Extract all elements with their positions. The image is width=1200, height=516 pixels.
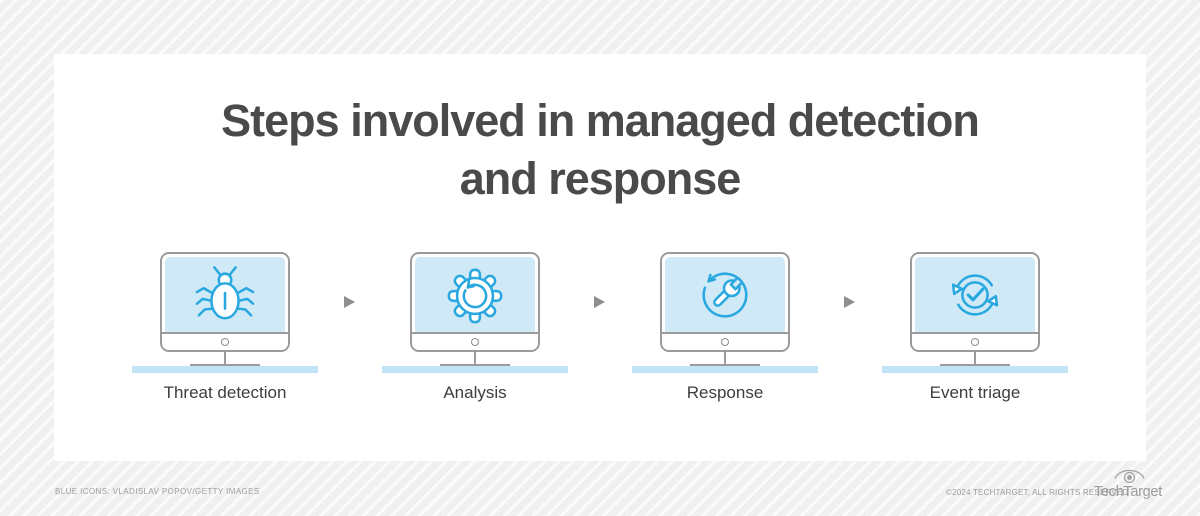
techtarget-logo-text: TechTarget: [1094, 484, 1162, 500]
monitor-chin: [162, 332, 288, 350]
sync-check-icon: [951, 273, 999, 316]
power-button-icon: [471, 338, 479, 346]
title-line-2: and response: [459, 153, 742, 204]
monitor-shadow: [382, 366, 568, 373]
gear-refresh-icon: [447, 268, 503, 323]
monitor-chin: [912, 332, 1038, 350]
monitor-stand: [974, 352, 976, 364]
flow-arrow-icon: [844, 296, 855, 308]
monitor-screen: [665, 257, 785, 332]
power-button-icon: [221, 338, 229, 346]
power-button-icon: [721, 338, 729, 346]
monitor-shadow: [882, 366, 1068, 373]
step-label: Analysis: [443, 383, 507, 402]
monitor-stand-base: [440, 364, 510, 366]
monitor-screen: [915, 257, 1035, 332]
bug-icon: [195, 265, 255, 320]
step-label: Event triage: [929, 383, 1021, 402]
title-line-1: Steps involved in managed detection: [221, 95, 980, 146]
flow-arrow-icon: [344, 296, 355, 308]
copyright-text: ©2024 TECHTARGET, ALL RIGHTS RESERVED: [946, 488, 1129, 497]
monitor-chin: [662, 332, 788, 350]
monitor-frame: [410, 252, 540, 352]
monitor-frame: [660, 252, 790, 352]
flow-arrow-icon: [594, 296, 605, 308]
power-button-icon: [971, 338, 979, 346]
step-label: Response: [686, 383, 764, 402]
monitor-stand: [724, 352, 726, 364]
monitor-shadow: [132, 366, 318, 373]
monitor-frame: [910, 252, 1040, 352]
page-title: Steps involved in managed detection and …: [54, 92, 1146, 208]
icon-credit-text: BLUE ICONS: VLADISLAV POPOV/GETTY IMAGES: [55, 487, 260, 496]
monitor-frame: [160, 252, 290, 352]
wrench-cycle-icon: [702, 271, 748, 318]
monitor-shadow: [632, 366, 818, 373]
monitor-chin: [412, 332, 538, 350]
monitor-stand-base: [190, 364, 260, 366]
monitor-stand: [224, 352, 226, 364]
monitor-stand-base: [940, 364, 1010, 366]
monitor-screen: [165, 257, 285, 332]
techtarget-eye-icon: [1113, 469, 1146, 485]
monitor-stand-base: [690, 364, 760, 366]
monitor-screen: [415, 257, 535, 332]
monitor-stand: [474, 352, 476, 364]
step-label: Threat detection: [163, 383, 287, 402]
